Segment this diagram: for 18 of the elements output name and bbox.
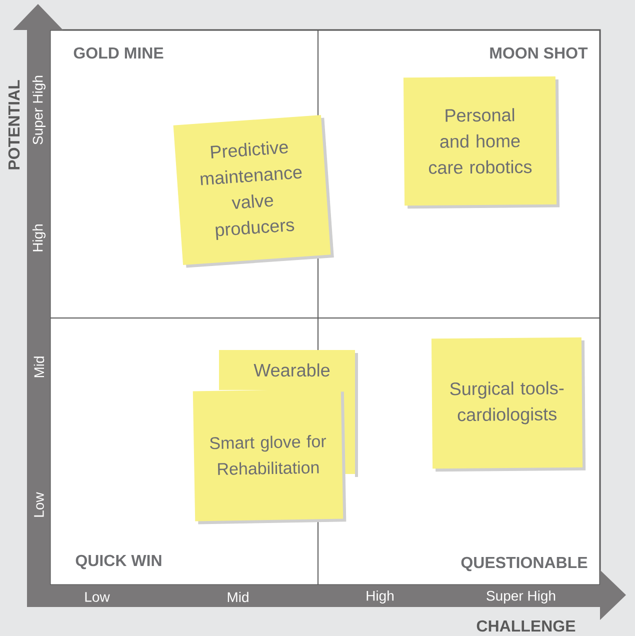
tick-label: High <box>32 224 46 252</box>
quadrant-title: QUICK WIN <box>76 554 162 570</box>
tick-label: Low <box>34 492 44 517</box>
sticky-note: Predictive maintenance valve producers <box>173 115 334 268</box>
sticky-note: Surgical tools-cardiologists <box>431 337 586 472</box>
tick-label: High <box>366 590 394 604</box>
axis-title: POTENTIAL <box>8 80 20 170</box>
tick-label: Low <box>85 592 110 602</box>
tick-label: Super High <box>486 590 556 604</box>
tick-label: Mid <box>228 592 248 602</box>
sticky-note: Personal and home care robotics <box>403 76 560 209</box>
tick-label: Super High <box>32 76 46 144</box>
quadrant-title: MOON SHOT <box>490 47 588 59</box>
sticky-note: Smart glove for Rehabilitation <box>192 388 346 524</box>
tick-label: Mid <box>34 356 44 378</box>
quadrant-title: QUESTIONABLE <box>461 556 588 572</box>
quadrant-title: GOLD MINE <box>74 47 164 59</box>
axis-title: CHALLENGE <box>476 620 576 632</box>
